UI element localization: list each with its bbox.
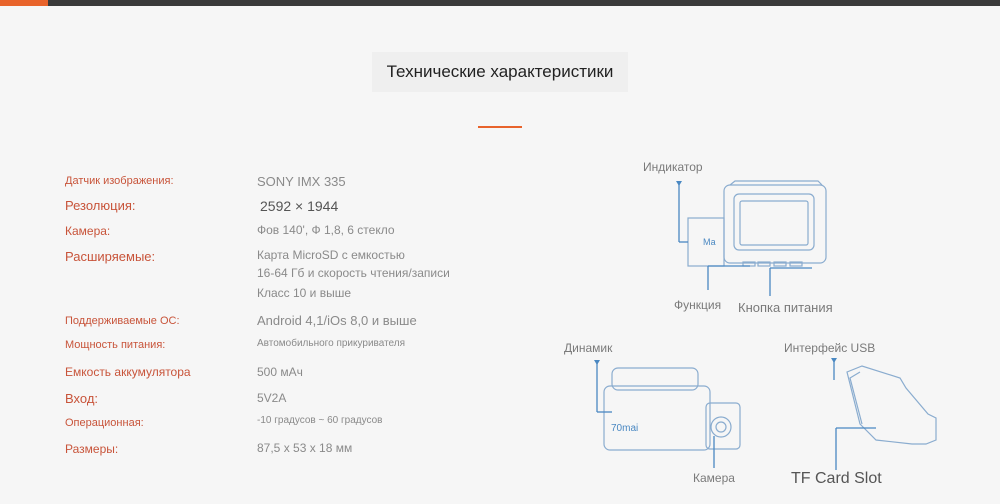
mount-outline [846, 365, 937, 445]
spec-label-power: Мощность питания: [65, 339, 166, 351]
spec-label-input: Вход: [65, 391, 99, 406]
label-front-mark: Ма [703, 237, 716, 247]
device-lens-housing [705, 402, 741, 450]
spec-value-expandable-line-1: Карта MicroSD с емкостью [257, 248, 405, 262]
label-speaker: Динамик [564, 341, 613, 355]
device-button-3 [773, 261, 787, 267]
title-divider [478, 126, 522, 128]
spec-value-operating: -10 градусов ~ 60 градусов [257, 415, 383, 426]
spec-label-sensor: Датчик изображения: [65, 175, 174, 187]
spec-value-resolution: 2592 × 1944 [260, 198, 339, 214]
device-brand-logo: 70mai [611, 423, 639, 434]
label-function: Функция [674, 298, 722, 312]
top-bar-accent [0, 0, 48, 6]
device-front-top [729, 180, 823, 186]
spec-value-input: 5V2A [257, 391, 287, 405]
device-front-screen [739, 200, 809, 246]
spec-label-operating: Операционная: [65, 417, 144, 429]
spec-value-sensor: SONY IMX 335 [257, 174, 346, 189]
spec-label-resolution: Резолюция: [65, 198, 136, 213]
page-title: Технические характеристики [386, 62, 614, 81]
spec-value-expandable-line-2: 16-64 Гб и скорость чтения/записи [257, 266, 450, 280]
device-front-screen-frame [733, 193, 815, 251]
device-rear-top [611, 367, 699, 391]
label-tf-card-slot: TF Card Slot [791, 470, 882, 487]
spec-value-camera: Фов 140', Ф 1,8, 6 стекло [257, 223, 395, 237]
spec-value-battery: 500 мАч [257, 365, 303, 379]
spec-value-expandable-line-3: Класс 10 и выше [257, 286, 352, 300]
spec-value-power: Автомобильного прикуривателя [257, 338, 406, 349]
device-button-4 [789, 261, 803, 267]
title-background [372, 52, 628, 92]
mount-inner-edge [849, 371, 863, 425]
spec-value-dimensions: 87,5 x 53 x 18 мм [257, 441, 353, 455]
device-rear-body [603, 385, 711, 451]
spec-label-expandable: Расширяемые: [65, 249, 156, 264]
spec-label-battery: Емкость аккумулятора [65, 365, 191, 379]
spec-label-camera: Камера: [65, 224, 111, 238]
device-lens-outer [710, 416, 732, 438]
label-indicator: Индикатор [643, 160, 703, 174]
top-bar [0, 0, 1000, 6]
label-usb: Интерфейс USB [784, 341, 876, 355]
label-camera: Камера [693, 471, 735, 485]
spec-label-os: Поддерживаемые ОС: [65, 315, 180, 327]
spec-label-dimensions: Размеры: [65, 442, 119, 456]
label-power-button: Кнопка питания [738, 300, 833, 315]
spec-value-os: Android 4,1/iOs 8,0 и выше [257, 313, 417, 328]
device-front-body [723, 184, 827, 264]
device-lens-inner [715, 421, 727, 433]
device-button-2 [757, 261, 771, 267]
